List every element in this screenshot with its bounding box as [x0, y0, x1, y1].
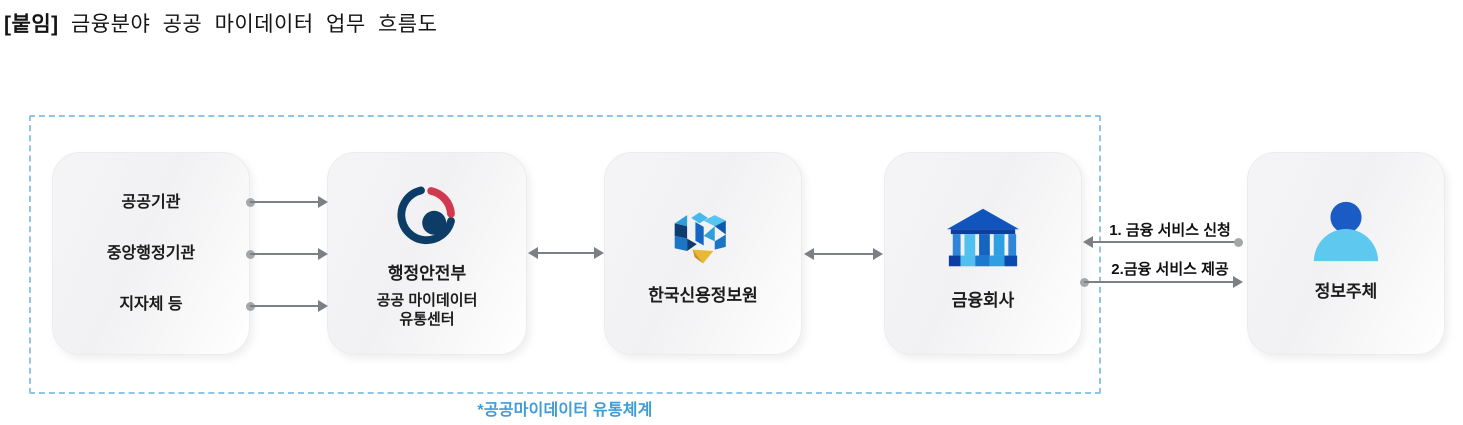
arrowhead-right-icon [318, 196, 328, 208]
title-bracket: [붙임] [4, 13, 59, 36]
source-item-public-agency: 공공기관 [121, 193, 181, 211]
node-title-kcis: 한국신용정보원 [648, 286, 758, 305]
node-finance-company: 금융회사 [884, 152, 1082, 355]
public-mydata-distribution-region [29, 115, 1101, 394]
arrowhead-right-icon [318, 300, 328, 312]
node-public-institutions: 공공기관 중앙행정기관 지자체 등 [52, 152, 250, 355]
arrow-local-gov-to-mois [246, 299, 328, 313]
node-title-subject: 정보주체 [1314, 282, 1378, 301]
arrow-dot [1234, 237, 1243, 247]
bank-building-icon [946, 208, 1020, 267]
node-kcis: 한국신용정보원 [604, 152, 802, 355]
node-data-subject: 정보주체 [1247, 152, 1445, 355]
korea-government-emblem-icon [397, 186, 455, 245]
flow-label-service-request: 1. 금융 서비스 신청 [1109, 222, 1231, 239]
arrow-public-agency-to-mois [246, 195, 328, 209]
arrow-subject-to-finance [1083, 235, 1243, 249]
person-icon [1313, 201, 1379, 262]
arrow-mois-kcis-bidirectional [528, 246, 604, 260]
title-text: 금융분야 공공 마이데이터 업무 흐름도 [70, 13, 438, 36]
page-title: [붙임] 금융분야 공공 마이데이터 업무 흐름도 [4, 8, 437, 38]
node-subtitle-line2: 유통센터 [399, 310, 455, 328]
arrow-finance-to-subject [1080, 275, 1243, 289]
node-title-mois: 행정안전부 [387, 264, 467, 283]
arrowhead-right-icon [873, 248, 883, 260]
flow-label-service-provision: 2.금융 서비스 제공 [1111, 261, 1229, 278]
region-caption: *공공마이데이터 유통체계 [477, 402, 653, 419]
node-subtitle-line1: 공공 마이데이터 [376, 292, 478, 309]
node-mois-distribution-center: 행정안전부 공공 마이데이터 유통센터 [327, 152, 527, 355]
node-title-finance: 금융회사 [951, 291, 1015, 310]
node-subtitle-mois: 공공 마이데이터 유통센터 [377, 292, 478, 330]
source-item-local-gov: 지자체 등 [119, 295, 183, 313]
arrowhead-right-icon [594, 247, 604, 259]
arrow-kcis-finance-bidirectional [804, 247, 883, 261]
arrow-central-gov-to-mois [246, 247, 328, 261]
kcis-logo-icon [674, 212, 726, 264]
arrowhead-right-icon [318, 248, 328, 260]
arrowhead-right-icon [1233, 276, 1243, 288]
source-item-central-gov: 중앙행정기관 [106, 244, 196, 262]
